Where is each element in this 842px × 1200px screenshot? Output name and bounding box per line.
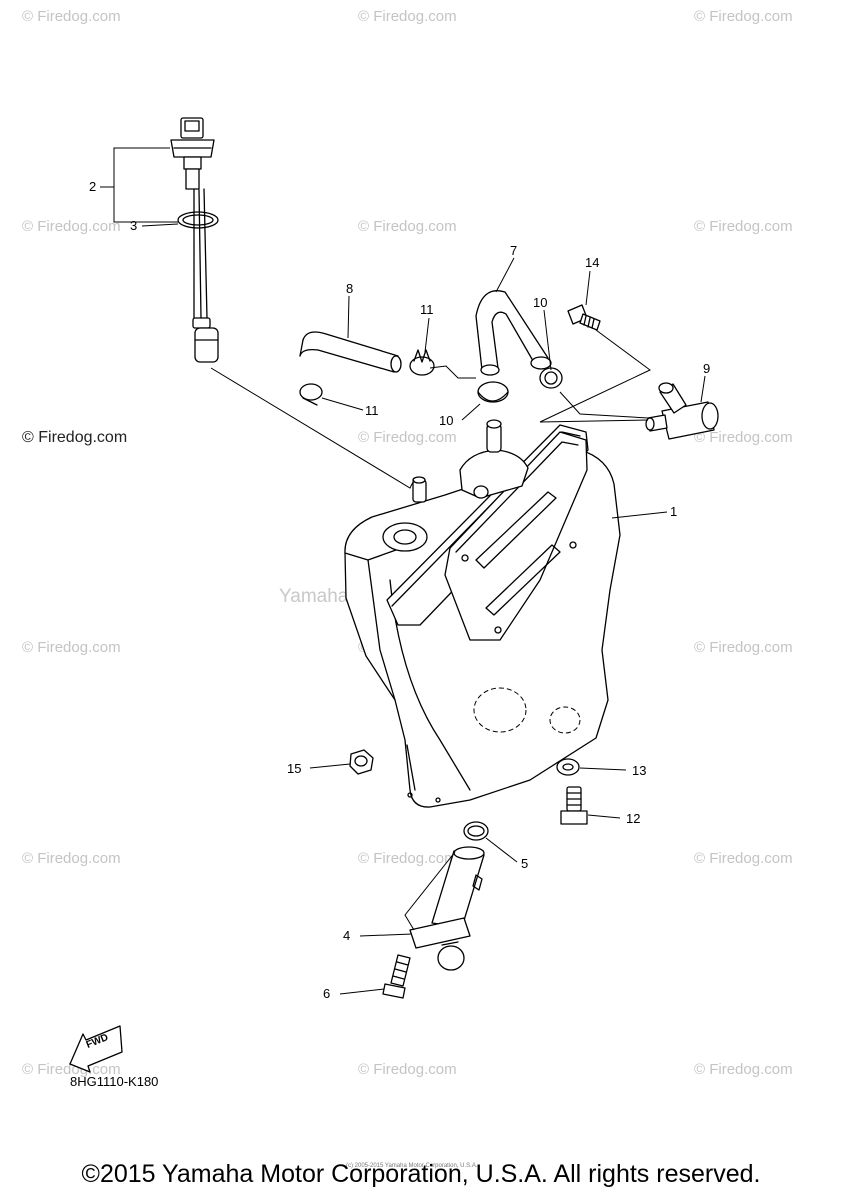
watermark: © Firedog.com [358,1061,457,1078]
callout-label: 10 [439,413,454,428]
drain-bolt [560,786,588,825]
callout-label: 9 [703,361,711,376]
o-ring [463,821,489,841]
callout-label: 14 [585,255,600,270]
washer [556,758,580,776]
tiny-copyright-notice: (c) 2005-2015 Yamaha Motor Corporation, … [346,1163,478,1169]
leader-lines [100,147,706,995]
watermark: © Firedog.com [358,218,457,235]
callout-label: 3 [130,218,138,233]
watermark: © Firedog.com [358,8,457,25]
callout-label: 5 [521,856,529,871]
watermark: © Firedog.com [22,639,121,656]
watermark: © Firedog.com [694,429,793,446]
oil-strainer [409,846,485,971]
watermark: © Firedog.com [694,218,793,235]
callout-label: 4 [343,928,351,943]
watermark: © Firedog.com [22,8,121,25]
clamp [539,367,563,389]
watermark-dark: © Firedog.com [22,429,128,446]
bolt [567,304,601,331]
oil-tank [344,419,621,808]
callout-label: 8 [346,281,354,296]
watermark: © Firedog.com [694,1061,793,1078]
tee-joint [645,382,719,440]
callout-label: 7 [510,243,518,258]
watermark: © Firedog.com [22,218,121,235]
callout-label: 11 [420,302,434,317]
watermark: © Firedog.com [358,429,457,446]
callout-label: 11 [365,403,379,418]
watermark: © Firedog.com [358,850,457,867]
callout-label: 2 [89,179,97,194]
clamp [477,381,509,403]
callout-label: 1 [670,504,678,519]
callout-label: 13 [632,763,647,778]
hose-elbow [475,290,552,376]
oil-level-gauge [170,117,219,363]
callout-label: 15 [287,761,302,776]
watermark: © Firedog.com [22,850,121,867]
callout-label: 6 [323,986,331,1001]
callout-label: 10 [533,295,548,310]
o-ring [177,211,219,229]
watermark: © Firedog.com [694,8,793,25]
watermark: © Firedog.com [22,1061,121,1078]
callout-label: 12 [626,811,641,826]
bolt [382,954,411,999]
fwd-arrow-icon [69,1025,123,1073]
grommet [349,749,374,775]
watermark: © Firedog.com [694,850,793,867]
copyright-footer: ©2015 Yamaha Motor Corporation, U.S.A. A… [81,1160,761,1188]
diagram-code: 8HG1110-K180 [70,1074,159,1089]
hose [299,331,402,373]
watermark: © Firedog.com [694,639,793,656]
clamp [299,383,323,406]
clamp [409,349,435,376]
